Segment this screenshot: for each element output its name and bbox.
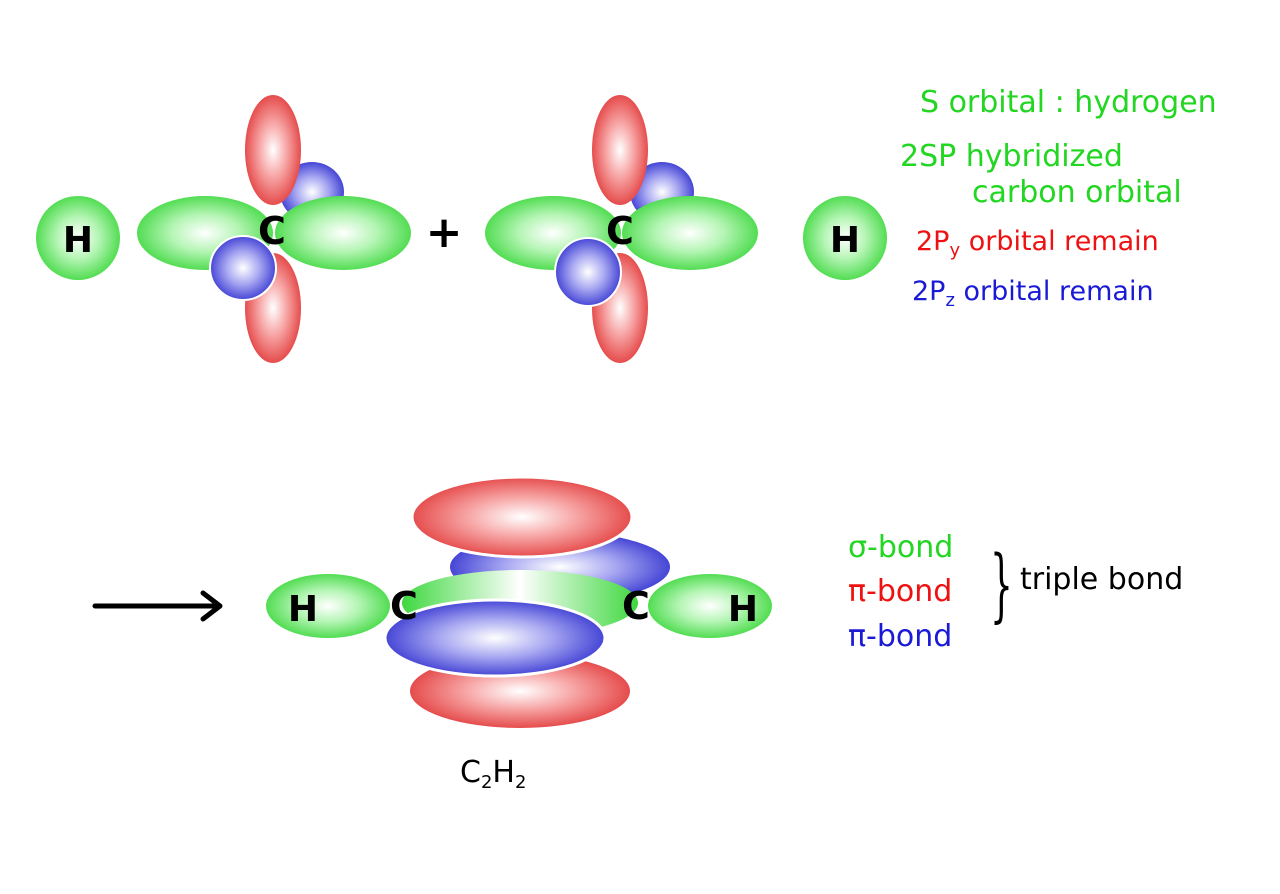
legend-2py-subscript: y — [949, 240, 961, 261]
carbon-right-orbitals: C — [485, 95, 758, 363]
pi-bond-blue-front — [383, 598, 607, 678]
hydrogen-label-bottom-left: H — [288, 589, 318, 630]
plus-sign: + — [426, 207, 463, 258]
carbon-label-left: C — [258, 209, 286, 253]
legend-triple-bond: triple bond — [1020, 562, 1184, 597]
legend-2py-prefix: 2P — [916, 226, 950, 257]
legend-s-orbital-hydrogen: S orbital : hydrogen — [920, 85, 1217, 120]
pz-lobe-front-right — [554, 237, 622, 307]
h-s-orbital-right — [648, 574, 772, 638]
legend-sp-hybridized-line1: 2SP hybridized — [900, 139, 1123, 174]
legend-2pz-suffix: orbital remain — [954, 276, 1154, 307]
legend-2pz-subscript: z — [945, 290, 955, 311]
legend-pi-bond-blue: π-bond — [848, 619, 953, 654]
hydrogen-label-left: H — [63, 220, 93, 261]
carbon-label-bottom-left: C — [390, 584, 418, 628]
sp-lobe-right-b — [622, 196, 758, 270]
py-lobe-top-left — [245, 95, 301, 205]
pi-bond-red-top — [410, 475, 634, 559]
legend-2py-suffix: orbital remain — [960, 226, 1159, 257]
legend-2py-orbital: 2Py orbital remain — [916, 228, 1159, 260]
legend-pi-bond-red: π-bond — [848, 574, 953, 609]
carbon-label-bottom-right: C — [622, 584, 650, 628]
py-lobe-top-right — [592, 95, 648, 205]
formula-h-subscript: 2 — [514, 772, 527, 793]
reaction-arrow — [92, 590, 223, 622]
formula-c: C — [460, 755, 481, 790]
curly-brace: } — [990, 538, 1013, 631]
hydrogen-label-right: H — [830, 220, 860, 261]
acetylene-molecule: H C C H — [266, 475, 772, 728]
legend-sigma-bond: σ-bond — [848, 530, 954, 565]
hydrogen-label-bottom-right: H — [728, 589, 758, 630]
h-s-orbital-left — [266, 574, 390, 638]
hydrogen-s-orbital-right: H — [803, 196, 887, 280]
hydrogen-s-orbital-left: H — [36, 196, 120, 280]
legend-2pz-prefix: 2P — [912, 276, 946, 307]
formula-h: H — [492, 755, 515, 790]
carbon-label-right: C — [606, 209, 634, 253]
legend-2pz-orbital: 2Pz orbital remain — [912, 278, 1154, 310]
carbon-left-orbitals: C — [137, 95, 411, 363]
molecular-formula: C2H2 — [460, 755, 526, 793]
formula-c-subscript: 2 — [480, 772, 493, 793]
legend-sp-hybridized-line2: carbon orbital — [972, 175, 1182, 210]
sp-lobe-left-b — [275, 196, 411, 270]
pz-lobe-front-left — [209, 235, 277, 301]
